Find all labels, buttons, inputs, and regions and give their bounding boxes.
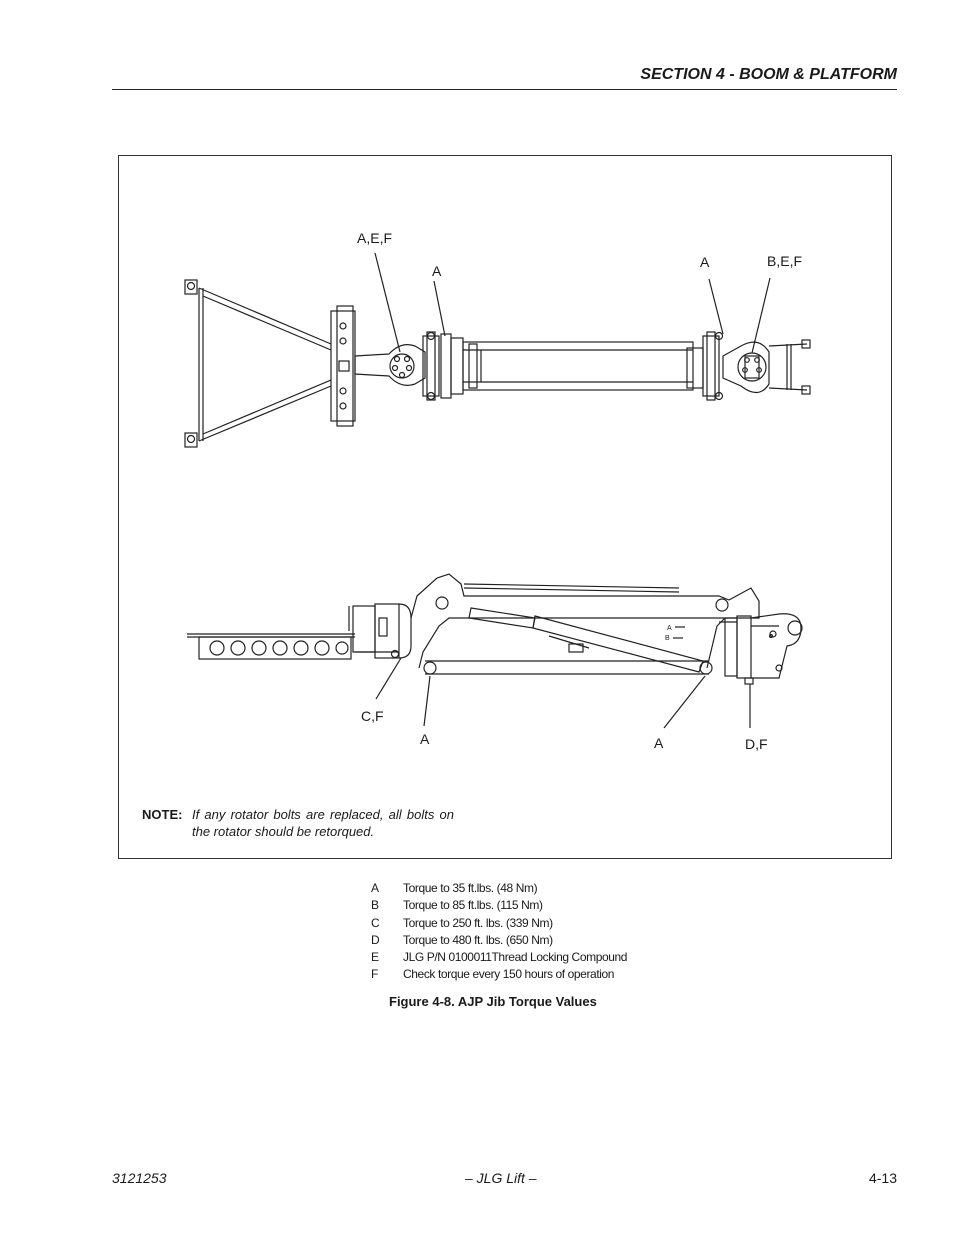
legend-key: D [371,932,380,947]
legend-key: C [371,915,380,930]
footer-page-number: 4-13 [868,1170,897,1186]
legend-key: F [371,967,378,982]
footer-center: – JLG Lift – [465,1170,537,1186]
legend-desc: Torque to 480 ft. lbs. (650 Nm) [403,932,553,947]
section-title: SECTION 4 - BOOM & PLATFORM [640,66,897,83]
figure-frame: A B A,E,F A A B,E,F C,F A A D,F NOTE: If… [118,155,892,859]
note-label: NOTE: [142,807,183,822]
legend-key: B [371,898,379,913]
legend-desc: Torque to 85 ft.lbs. (115 Nm) [403,898,543,913]
callout-bottom-cf: C,F [361,708,384,724]
header-rule [112,89,897,90]
callout-bottom-df: D,F [745,736,768,752]
legend-key: A [371,881,379,895]
legend-desc: Check torque every 150 hours of operatio… [403,967,615,982]
legend-desc: Torque to 250 ft. lbs. (339 Nm) [403,915,553,930]
callout-bottom-a-right: A [654,735,664,751]
callout-top-bef: B,E,F [767,253,803,269]
legend-key: E [371,950,379,965]
legend-desc: JLG P/N 0100011Thread Locking Compound [403,950,628,965]
callout-bottom-a-left: A [420,731,430,747]
decal-a: A [667,625,672,632]
callout-top-aef: A,E,F [357,230,393,246]
figure-caption: Figure 4-8. AJP Jib Torque Values [389,994,597,1009]
top-view-assembly [184,252,811,448]
callout-top-a-right: A [700,254,710,270]
footer-doc-number: 3121253 [112,1170,167,1186]
decal-b: B [665,635,670,642]
jib-drawing: A B [184,252,811,729]
callout-top-a-left: A [432,263,442,279]
side-view-assembly: A B [187,573,803,729]
note-text: If any rotator bolts are replaced, all b… [192,807,454,839]
legend-desc: Torque to 35 ft.lbs. (48 Nm) [403,881,538,895]
